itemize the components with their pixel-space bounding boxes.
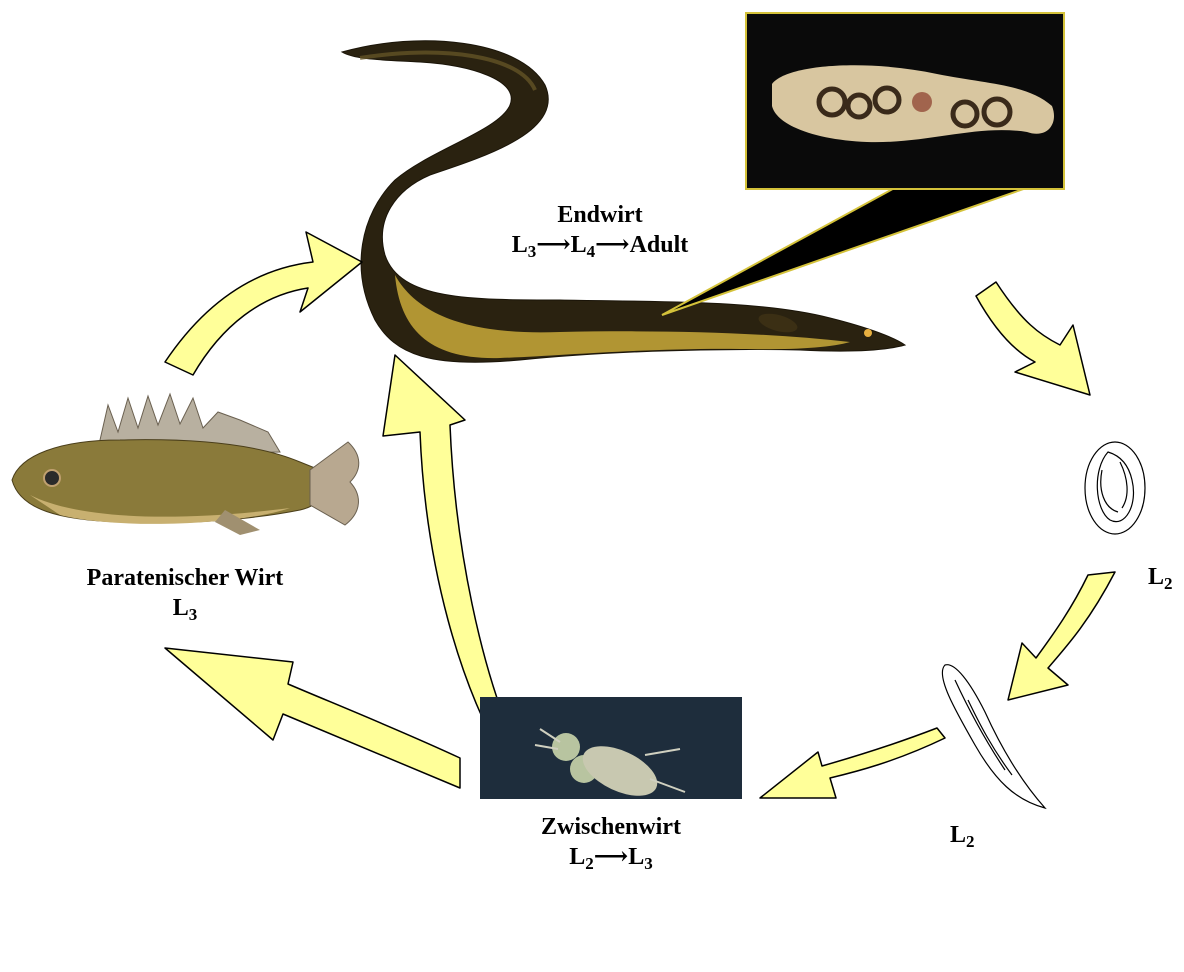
larva-stage-label: L2 — [950, 820, 990, 857]
eel-eye — [864, 329, 872, 337]
copepod-svg — [480, 697, 742, 799]
endwirt-label: Endwirt L3⟶L4⟶Adult — [470, 200, 730, 267]
egg-drawing — [1085, 442, 1145, 534]
intermediate-host-stages: L2⟶L3 — [480, 842, 742, 879]
arrow-egg-to-larva — [1008, 572, 1115, 700]
paratenic-host-stage: L3 — [35, 593, 335, 630]
fish-image — [12, 394, 359, 535]
arrow-copepod-to-fish — [165, 648, 460, 788]
arrow-eel-to-egg — [976, 282, 1090, 395]
copepod-photo-frame — [480, 697, 742, 799]
endwirt-stages: L3⟶L4⟶Adult — [470, 230, 730, 267]
swimbladder-svg — [747, 14, 1063, 188]
paratenic-host-title: Paratenischer Wirt — [35, 563, 335, 593]
fish-eye — [44, 470, 60, 486]
intermediate-host-title: Zwischenwirt — [480, 812, 742, 842]
arrow-fish-to-eel — [165, 232, 362, 375]
arrow-larva-to-copepod — [760, 728, 945, 798]
egg-stage-label: L2 — [1148, 562, 1182, 599]
fish-tail — [310, 442, 359, 525]
intermediate-host-label: Zwischenwirt L2⟶L3 — [480, 812, 742, 879]
endwirt-title: Endwirt — [470, 200, 730, 230]
swimbladder-photo — [745, 12, 1065, 190]
paratenic-host-label: Paratenischer Wirt L3 — [35, 563, 335, 630]
